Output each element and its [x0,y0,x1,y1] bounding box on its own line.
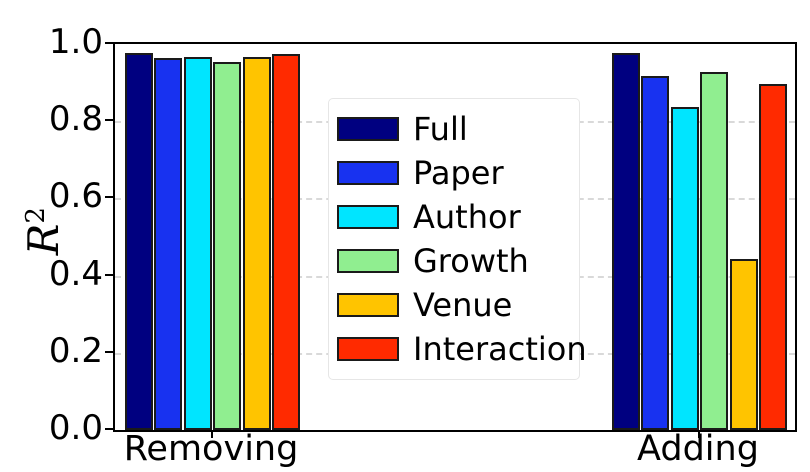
x-tick-label-adding: Adding [637,429,759,469]
legend-label-growth: Growth [413,242,529,280]
y-tick-label: 0.6 [48,176,103,217]
legend-swatch-paper [337,161,399,185]
legend-swatch-venue [337,293,399,317]
y-tick-label: 0.4 [48,253,103,294]
bar-growth-adding [700,71,728,430]
legend-swatch-author [337,205,399,229]
legend-swatch-interaction [337,337,399,361]
bar-full-adding [611,53,640,430]
y-tick-mark [105,273,113,276]
legend-item-author[interactable]: Author [337,195,569,239]
bar-full-removing [124,53,153,430]
legend-swatch-full [337,117,399,141]
y-tick-label: 0.2 [48,330,103,371]
bar-growth-removing [213,61,241,430]
plot-inner [115,44,795,430]
bar-paper-adding [641,75,669,430]
y-tick-mark [105,350,113,353]
y-axis-label-base: R [19,223,69,256]
legend-label-full: Full [413,110,468,148]
legend-swatch-growth [337,249,399,273]
x-tick-mark [698,430,700,438]
y-tick-mark [105,42,113,44]
legend-item-paper[interactable]: Paper [337,151,569,195]
legend-label-paper: Paper [413,154,504,192]
legend-label-venue: Venue [413,286,513,324]
y-tick-label: 0.0 [48,408,103,448]
bar-interaction-removing [272,54,300,430]
bar-venue-removing [242,56,271,430]
legend-item-full[interactable]: Full [337,107,569,151]
y-tick-mark [105,428,113,430]
x-tick-mark [211,430,213,438]
bar-venue-adding [729,259,758,430]
legend-label-author: Author [413,198,521,236]
legend-item-growth[interactable]: Growth [337,239,569,283]
legend-item-venue[interactable]: Venue [337,283,569,327]
bar-interaction-adding [759,84,787,430]
bar-author-removing [183,57,212,430]
y-tick-mark [105,196,113,199]
y-tick-label: 0.8 [48,99,103,140]
legend-item-interaction[interactable]: Interaction [337,327,587,371]
y-tick-mark [105,119,113,122]
bar-paper-removing [154,57,182,430]
bar-author-adding [670,107,699,430]
y-tick-label: 1.0 [48,22,103,62]
legend-label-interaction: Interaction [413,330,587,368]
